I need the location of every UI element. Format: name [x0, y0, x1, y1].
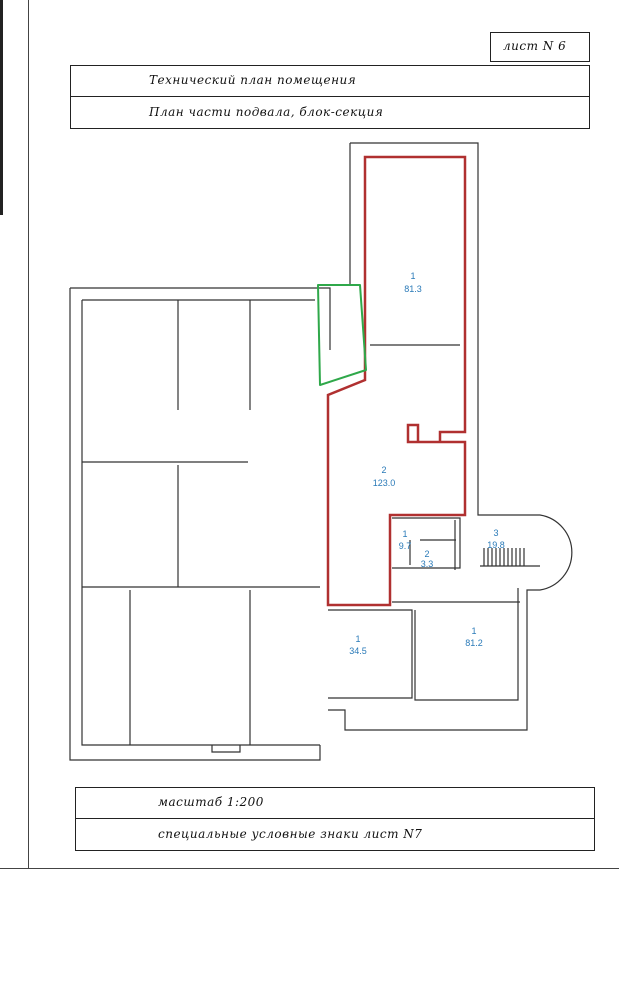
- room-number: 3: [493, 528, 498, 538]
- highlighted-premises-red: [326, 155, 467, 607]
- misc-walls: [211, 344, 460, 753]
- room-number: 1: [471, 626, 476, 636]
- frame-bottom-line: [0, 868, 619, 869]
- room-number: 2: [381, 465, 386, 475]
- room-area: 9.7: [399, 541, 412, 551]
- title-block: Технический план помещения План части по…: [70, 65, 590, 129]
- scale-label: масштаб 1:200: [158, 795, 264, 809]
- room-area: 81.3: [404, 284, 422, 294]
- stairs: [480, 548, 540, 567]
- frame-left-line: [28, 0, 29, 868]
- sheet-number-box: лист N 6: [490, 32, 590, 62]
- right-block-outer-wall: [328, 142, 573, 731]
- room-number: 1: [402, 529, 407, 539]
- sheet-number: лист N 6: [503, 39, 567, 53]
- edge-mark: [0, 0, 3, 215]
- room-area: 81.2: [465, 638, 483, 648]
- room-area: 34.5: [349, 646, 367, 656]
- left-block-partitions: [82, 300, 320, 745]
- title-line-1: Технический план помещения: [149, 73, 357, 87]
- left-block-inner-wall: [81, 299, 320, 746]
- small-rooms-walls: [392, 517, 461, 570]
- title-line-2: План части подвала, блок-секция: [149, 105, 384, 119]
- left-block-outer-wall: [69, 287, 331, 761]
- room-area: 19.8: [487, 540, 505, 550]
- room-number: 2: [424, 549, 429, 559]
- legend-reference: специальные условные знаки лист N7: [158, 827, 423, 841]
- room-area: 3.3: [421, 559, 434, 569]
- footer-block: масштаб 1:200 специальные условные знаки…: [75, 787, 595, 851]
- room-number: 1: [355, 634, 360, 644]
- highlighted-area-green: [317, 284, 367, 386]
- lower-rooms-walls: [328, 588, 520, 701]
- room-area: 123.0: [373, 478, 396, 488]
- room-number: 1: [410, 271, 415, 281]
